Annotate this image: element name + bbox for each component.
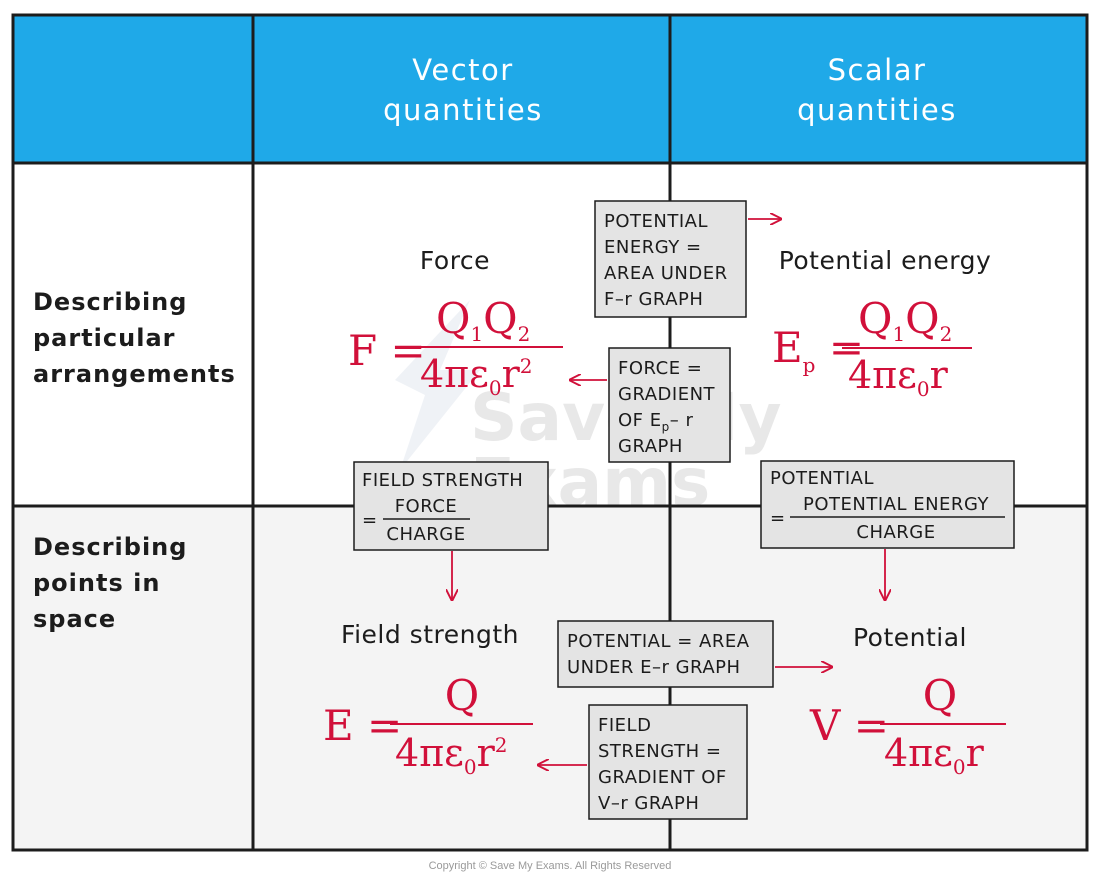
svg-text:CHARGE: CHARGE [386, 524, 465, 545]
potential-eq-numerator: Q [923, 671, 957, 720]
svg-text:OF Ep– r: OF Ep– r [618, 410, 693, 434]
svg-text:AREA UNDER: AREA UNDER [604, 263, 728, 284]
row-label-arrangements-line-1: Describing [33, 288, 187, 316]
field-eq-denominator: 4πε0r2 [395, 731, 507, 779]
header-scalar-line-1: Scalar [828, 53, 927, 87]
svg-text:F–r GRAPH: F–r GRAPH [604, 289, 703, 310]
field-eq-lhs: E = [323, 701, 402, 750]
equation-potential-energy: Ep = Q1Q2 4πε0r [772, 294, 972, 401]
header-row-background [13, 15, 1087, 163]
equation-field-strength: E = Q 4πε0r2 [323, 671, 533, 779]
potential-eq-lhs: V = [809, 701, 889, 750]
row-label-arrangements-line-3: arrangements [33, 360, 236, 388]
svg-text:V–r GRAPH: V–r GRAPH [598, 793, 699, 814]
box-field-strength-gradient: FIELD STRENGTH = GRADIENT OF V–r GRAPH [588, 704, 748, 820]
svg-text:=: = [770, 508, 786, 529]
pe-eq-numerator: Q1Q2 [858, 294, 952, 346]
row-label-arrangements-line-2: particular [33, 324, 175, 352]
box-potential-area: POTENTIAL = AREA UNDER E–r GRAPH [557, 620, 774, 688]
force-eq-denominator: 4πε0r2 [420, 352, 532, 400]
svg-text:POTENTIAL: POTENTIAL [604, 211, 708, 232]
svg-text:GRADIENT OF: GRADIENT OF [598, 767, 727, 788]
svg-text:ENERGY =: ENERGY = [604, 237, 702, 258]
svg-text:CHARGE: CHARGE [856, 522, 935, 543]
svg-text:POTENTIAL ENERGY: POTENTIAL ENERGY [803, 494, 989, 515]
body-row-2-background [13, 506, 1087, 850]
force-eq-numerator: Q1Q2 [436, 294, 530, 346]
header-vector-line-2: quantities [383, 93, 543, 127]
quantity-field-strength: Field strength [341, 620, 519, 649]
svg-text:FIELD: FIELD [598, 715, 651, 736]
pe-eq-denominator: 4πε0r [848, 353, 949, 401]
svg-text:STRENGTH =: STRENGTH = [598, 741, 721, 762]
row-label-points-line-2: points in [33, 569, 160, 597]
arrows [452, 219, 885, 765]
box-potential-energy-area: POTENTIAL ENERGY = AREA UNDER F–r GRAPH [594, 200, 747, 318]
field-eq-numerator: Q [445, 671, 479, 720]
body-row-1-background [13, 163, 1087, 506]
watermark-logo-icon [395, 300, 480, 470]
quantity-potential-energy: Potential energy [779, 246, 992, 275]
box-field-strength-definition: FIELD STRENGTH = FORCE CHARGE [353, 461, 549, 551]
force-eq-lhs: F = [348, 326, 426, 375]
svg-text:FORCE: FORCE [395, 496, 458, 517]
svg-text:UNDER E–r GRAPH: UNDER E–r GRAPH [567, 657, 741, 678]
quantity-potential: Potential [853, 623, 967, 652]
potential-eq-denominator: 4πε0r [884, 731, 985, 779]
svg-text:GRAPH: GRAPH [618, 436, 683, 457]
header-scalar-line-2: quantities [797, 93, 957, 127]
svg-text:POTENTIAL = AREA: POTENTIAL = AREA [567, 631, 750, 652]
quantity-force: Force [420, 246, 490, 275]
svg-text:FORCE =: FORCE = [618, 358, 702, 379]
svg-text:POTENTIAL: POTENTIAL [770, 468, 874, 489]
box-potential-definition: POTENTIAL = POTENTIAL ENERGY CHARGE [760, 460, 1015, 549]
svg-text:=: = [362, 510, 378, 531]
row-label-points-line-3: space [33, 605, 116, 633]
svg-text:FIELD STRENGTH: FIELD STRENGTH [362, 470, 523, 491]
row-label-points-line-1: Describing [33, 533, 187, 561]
svg-text:GRADIENT: GRADIENT [618, 384, 716, 405]
equation-force: F = Q1Q2 4πε0r2 [348, 294, 563, 400]
box-force-gradient: FORCE = GRADIENT OF Ep– r GRAPH [608, 347, 731, 463]
copyright-notice: Copyright © Save My Exams. All Rights Re… [429, 860, 672, 872]
equation-potential: V = Q 4πε0r [809, 671, 1006, 779]
header-vector-line-1: Vector [412, 53, 513, 87]
